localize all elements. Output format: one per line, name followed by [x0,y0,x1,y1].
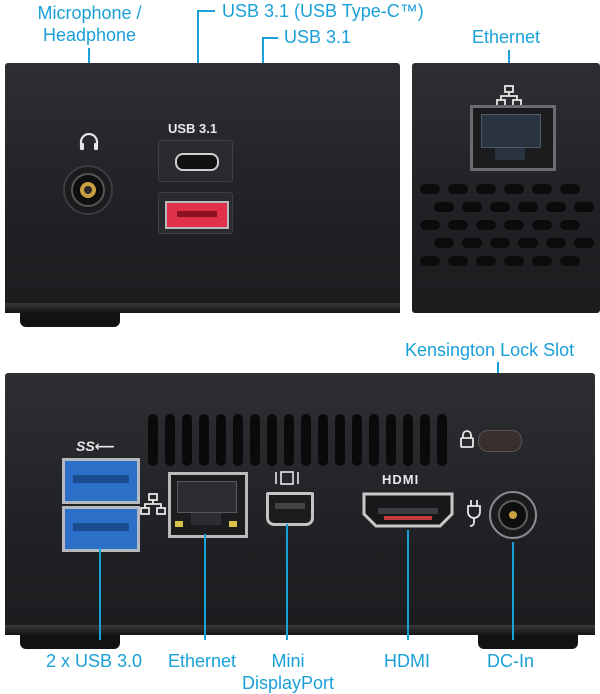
callout-line-dcin [512,542,514,640]
callout-line-usbc-v [197,10,199,110]
ethernet-port-top [470,105,556,171]
superspeed-logo: SS⟵ [76,438,115,454]
usb31-port-insert [165,201,229,229]
label-usb31: USB 3.1 [284,27,352,47]
callout-line-usbc-h [197,10,215,12]
rear-foot-right [478,635,578,649]
label-hdmi: HDMI [384,651,430,671]
dc-in-port [489,491,537,539]
callout-line-usb30 [99,548,101,640]
hdmi-port [362,492,454,528]
label-minidp-line1: Mini [271,651,305,671]
usb31-marking: USB 3.1 [168,121,218,136]
audio-jack-port [63,165,113,215]
network-icon [496,85,522,107]
kensington-lock-slot [478,430,522,452]
usb30-port-1 [62,458,140,504]
lock-icon [460,430,474,448]
callout-line-minidp [286,524,288,640]
label-kensington: Kensington Lock Slot [405,340,575,360]
label-dcin: DC-In [487,651,535,671]
label-mini-displayport: Mini DisplayPort [232,650,344,694]
label-ethernet-top: Ethernet [472,27,541,47]
callout-line-hdmi [407,530,409,640]
label-ethernet-bottom: Ethernet [168,651,237,671]
label-usb-type-c: USB 3.1 (USB Type-C™) [222,1,424,21]
ethernet-port-rear [168,472,248,538]
rear-foot-left [20,635,120,649]
usb-type-c-opening [175,153,219,171]
hdmi-logo: HDMI [382,472,420,487]
label-microphone-line1: Microphone / [37,3,142,23]
label-microphone-line2: Headphone [42,25,137,45]
label-microphone: Microphone / Headphone [22,2,157,46]
side-vents [420,184,594,266]
superspeed-logo-text: SS [76,438,95,454]
label-usb30: 2 x USB 3.0 [46,651,143,671]
rear-vents [148,414,447,466]
callout-line-ethernet-rear [204,534,206,640]
callout-line-usb31-top [262,37,278,39]
rear-panel-bevel [5,625,595,635]
front-panel-bevel [5,303,400,313]
displayport-icon [275,471,299,485]
usb31-port [158,192,233,234]
headphone-icon [79,133,99,150]
usb30-port-2 [62,506,140,552]
mini-displayport-port [266,492,314,526]
front-foot-left [20,313,120,327]
network-icon-rear [140,493,166,515]
power-plug-icon [467,500,481,527]
usb-type-c-port [158,140,233,182]
label-minidp-line2: DisplayPort [241,673,335,693]
